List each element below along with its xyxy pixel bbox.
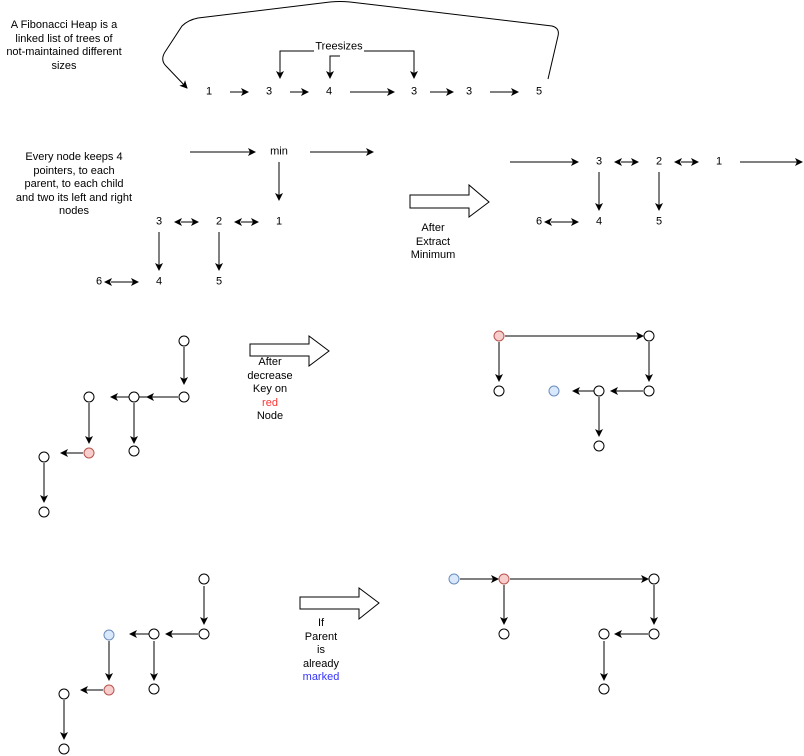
heap-node: 3 bbox=[595, 155, 603, 168]
desc-line: sizes bbox=[51, 59, 77, 72]
heap-node: 4 bbox=[155, 275, 163, 288]
label-line: Node bbox=[256, 410, 284, 422]
desc-line: and two its left and right bbox=[15, 191, 133, 204]
red-highlight-word: red bbox=[262, 396, 278, 409]
label-line: If bbox=[317, 617, 325, 629]
desc-line: nodes bbox=[59, 205, 89, 217]
root-node: 4 bbox=[325, 85, 333, 98]
label-line: Key on bbox=[252, 383, 288, 395]
heap-node: 2 bbox=[215, 215, 223, 228]
desc-line: not-maintained different bbox=[6, 46, 122, 58]
fib-heap-description: A Fibonacci Heap is a linked list of tre… bbox=[6, 19, 121, 73]
label-line: is bbox=[317, 644, 325, 656]
heap-node: 6 bbox=[95, 275, 103, 288]
root-node: 5 bbox=[535, 85, 543, 98]
circular-link-arrow bbox=[162, 1, 559, 89]
heap-node: 5 bbox=[655, 215, 663, 228]
if-parent-marked-label: If Parent is already marked bbox=[303, 617, 340, 685]
root-node: 3 bbox=[465, 85, 473, 98]
cut-nodes bbox=[103, 385, 560, 641]
label-line: After bbox=[258, 356, 282, 368]
label-line: already bbox=[302, 657, 340, 670]
label-line: After bbox=[421, 222, 445, 234]
treesizes-label: Treesizes bbox=[314, 40, 364, 54]
desc-line: linked list of trees of bbox=[15, 32, 113, 45]
desc-line: Every node keeps 4 bbox=[25, 151, 123, 163]
after-extract-minimum-label: After Extract Minimum bbox=[411, 222, 456, 263]
desc-line: parent, to each child bbox=[24, 178, 124, 190]
heap-node: 5 bbox=[215, 275, 223, 288]
blue-highlight-word: marked bbox=[302, 671, 340, 683]
root-node: 3 bbox=[410, 85, 418, 98]
after-extract-min-block-arrow bbox=[409, 183, 490, 218]
node-pointers-description: Every node keeps 4 pointers, to each par… bbox=[16, 151, 132, 219]
root-node: 3 bbox=[265, 85, 273, 98]
after-decrease-key-block-arrow bbox=[249, 335, 330, 367]
root-node: 1 bbox=[205, 85, 213, 98]
marked-nodes bbox=[83, 330, 510, 696]
heap-node: 6 bbox=[535, 215, 543, 228]
min-pointer-label: min bbox=[270, 145, 288, 158]
after-decrease-key-label: After decrease Key on red Node bbox=[247, 356, 292, 424]
heap-node: 3 bbox=[155, 215, 163, 228]
heap-node: 2 bbox=[655, 155, 663, 168]
heap-node: 1 bbox=[715, 155, 723, 168]
heap-node: 1 bbox=[275, 215, 283, 228]
desc-line: pointers, to each bbox=[33, 164, 115, 177]
label-line: Minimum bbox=[410, 249, 456, 261]
if-parent-marked-block-arrow bbox=[299, 587, 380, 621]
label-line: decrease bbox=[247, 369, 293, 382]
label-line: Extract bbox=[415, 235, 451, 248]
label-line: Parent bbox=[304, 630, 338, 643]
desc-line: A Fibonacci Heap is a bbox=[10, 19, 118, 31]
heap-node: 4 bbox=[595, 215, 603, 228]
